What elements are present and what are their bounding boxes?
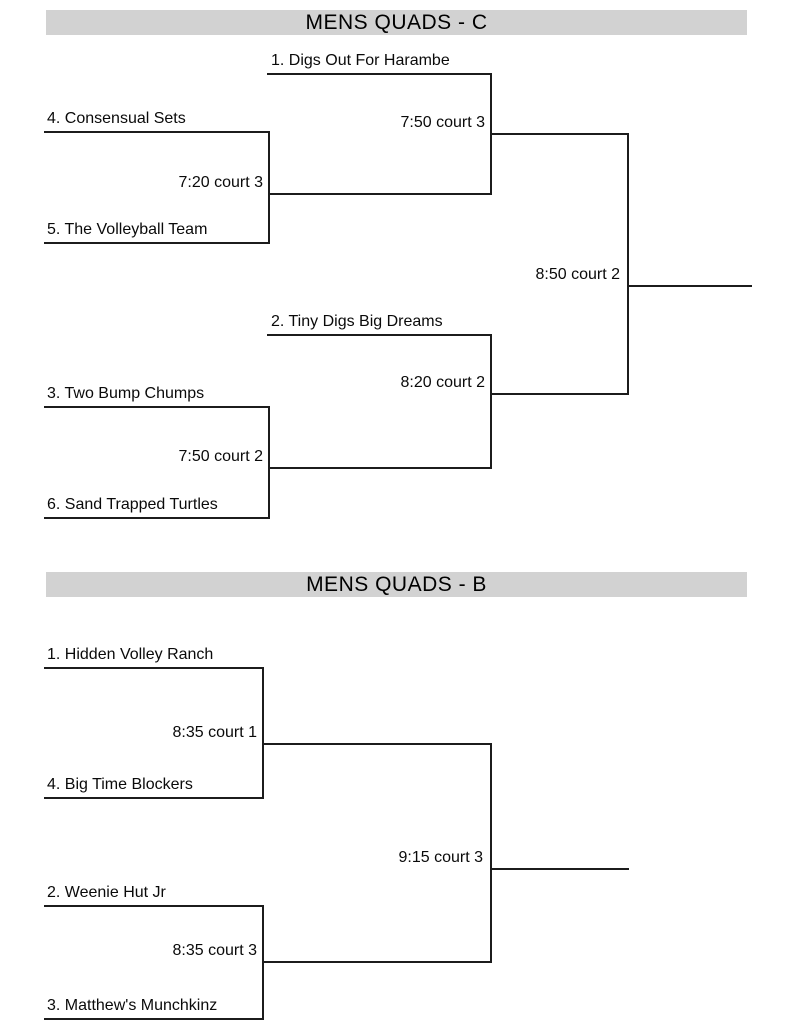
match-label-b-final: 9:15 court 3: [398, 849, 484, 866]
team-line-matthews-munchkinz: [44, 1018, 264, 1020]
team-slot-sand-trapped-turtles: 6. Sand Trapped Turtles: [47, 496, 218, 513]
team-slot-matthews-munchkinz: 3. Matthew's Munchkinz: [47, 997, 218, 1014]
match-label-c-sf2: 8:20 court 2: [400, 374, 486, 391]
team-slot-big-time-blockers: 4. Big Time Blockers: [47, 776, 193, 793]
match-label-b-r1a: 8:35 court 1: [172, 724, 258, 741]
match-label-b-r1b: 8:35 court 3: [172, 942, 258, 959]
section-header-mens-quads-c: MENS QUADS - C: [46, 10, 747, 35]
team-slot-weenie-hut-jr: 2. Weenie Hut Jr: [47, 884, 166, 901]
team-line-sand-trapped-turtles: [44, 517, 270, 519]
team-slot-the-volleyball-team: 5. The Volleyball Team: [47, 221, 208, 238]
team-slot-hidden-volley-ranch: 1. Hidden Volley Ranch: [47, 646, 214, 663]
team-line-the-volleyball-team: [44, 242, 270, 244]
winner-line-c-sf1: [490, 133, 629, 135]
team-line-two-bump-chumps: [44, 406, 270, 408]
team-line-hidden-volley-ranch: [44, 667, 264, 669]
winner-line-b-final: [490, 868, 629, 870]
team-slot-tiny-digs-big-dreams: 2. Tiny Digs Big Dreams: [271, 313, 443, 330]
winner-line-c-sf2: [490, 393, 629, 395]
connector-c-final-vertical: [627, 133, 629, 395]
team-line-digs-out-for-harambe: [267, 73, 492, 75]
winner-line-c-r1a: [268, 193, 492, 195]
team-line-tiny-digs-big-dreams: [267, 334, 492, 336]
connector-c-sf2-vertical: [490, 334, 492, 469]
winner-line-c-r1b: [268, 467, 492, 469]
match-label-c-r1b: 7:50 court 2: [178, 448, 264, 465]
match-label-c-sf1: 7:50 court 3: [400, 114, 486, 131]
connector-c-r1a-vertical: [268, 131, 270, 244]
connector-b-r1a-vertical: [262, 667, 264, 799]
team-slot-digs-out-for-harambe: 1. Digs Out For Harambe: [271, 52, 450, 69]
match-label-c-final: 8:50 court 2: [535, 266, 621, 283]
connector-c-r1b-vertical: [268, 406, 270, 519]
team-line-weenie-hut-jr: [44, 905, 264, 907]
team-slot-two-bump-chumps: 3. Two Bump Chumps: [47, 385, 205, 402]
winner-line-c-final: [627, 285, 752, 287]
team-slot-consensual-sets: 4. Consensual Sets: [47, 110, 186, 127]
team-line-big-time-blockers: [44, 797, 264, 799]
winner-line-b-r1b: [262, 961, 492, 963]
match-label-c-r1a: 7:20 court 3: [178, 174, 264, 191]
winner-line-b-r1a: [262, 743, 492, 745]
section-header-mens-quads-b: MENS QUADS - B: [46, 572, 747, 597]
team-line-consensual-sets: [44, 131, 270, 133]
connector-b-final-vertical: [490, 743, 492, 963]
